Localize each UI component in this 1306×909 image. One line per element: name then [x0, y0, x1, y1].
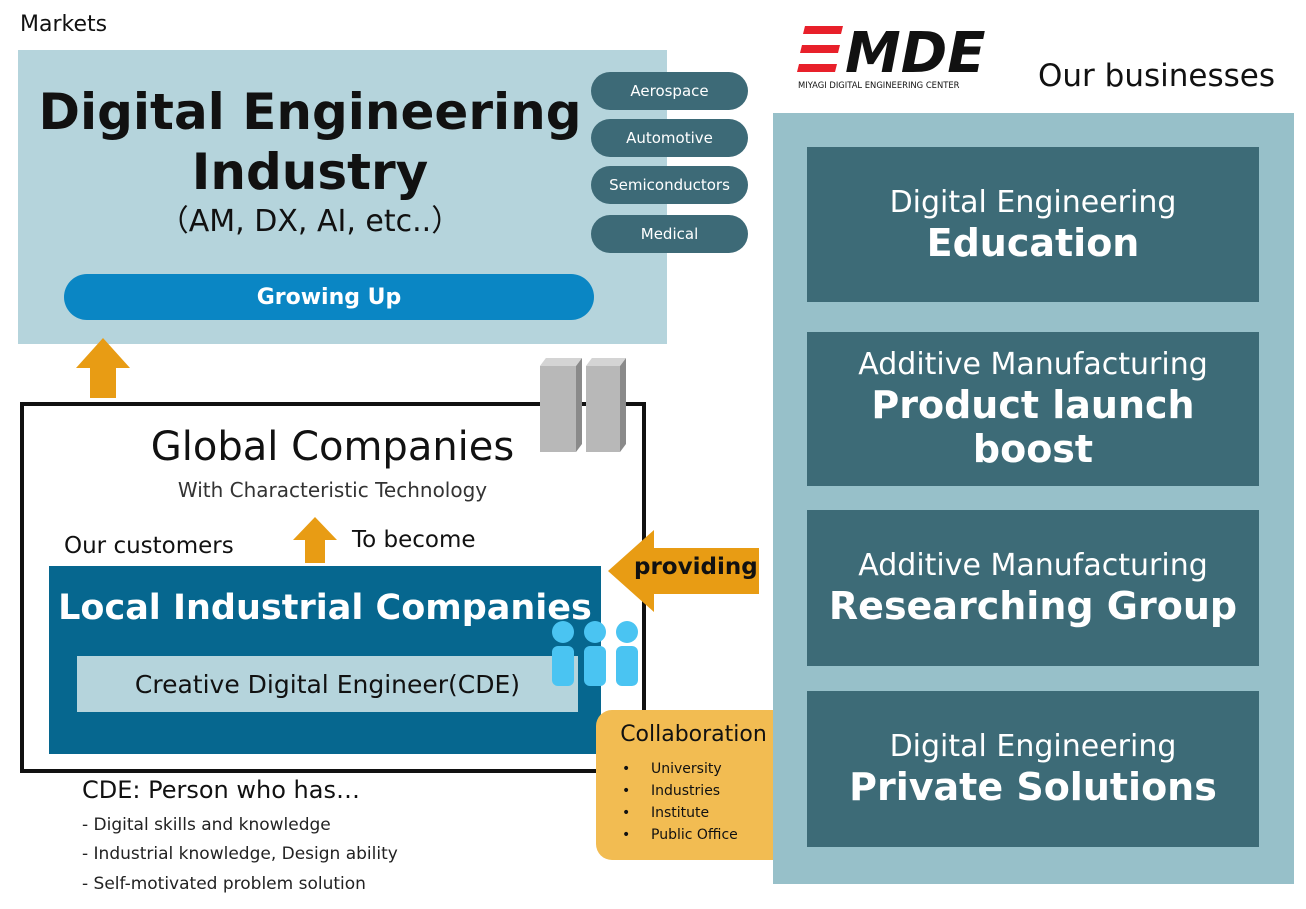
logo-mark-icon: MDE MIYAGI DIGITAL ENGINEERING CENTER — [797, 21, 985, 90]
cde-point: - Digital skills and knowledge — [82, 815, 331, 835]
business-private-solutions: Digital Engineering Private Solutions — [807, 691, 1259, 847]
list-item: Industries — [622, 780, 738, 802]
collaboration-list: University Industries Institute Public O… — [622, 758, 738, 846]
cde-point: - Self-motivated problem solution — [82, 874, 366, 894]
collaboration-title: Collaboration — [620, 722, 767, 747]
business-line1: Digital Engineering — [889, 184, 1177, 220]
list-item: Institute — [622, 802, 738, 824]
business-line2: Education — [926, 220, 1140, 265]
segment-pill-semiconductors: Semiconductors — [591, 166, 748, 204]
cde-point: - Industrial knowledge, Design ability — [82, 844, 398, 864]
segment-pill-automotive: Automotive — [591, 119, 748, 157]
business-researching-group: Additive Manufacturing Researching Group — [807, 510, 1259, 666]
global-companies-subtitle: With Characteristic Technology — [177, 478, 488, 502]
growing-up-pill: Growing Up — [64, 274, 594, 320]
industry-title: Digital Engineering Industry — [30, 82, 590, 202]
buildings-icon-front — [540, 358, 626, 452]
local-companies-title: Local Industrial Companies — [58, 588, 592, 628]
emde-logo: MDE MIYAGI DIGITAL ENGINEERING CENTER — [797, 21, 1002, 92]
business-line2: Private Solutions — [849, 765, 1217, 809]
up-arrow-icon — [76, 338, 130, 398]
logo-subtext: MIYAGI DIGITAL ENGINEERING CENTER — [798, 80, 960, 90]
segment-pill-aerospace: Aerospace — [591, 72, 748, 110]
to-become-label: To become — [352, 527, 476, 553]
business-line1: Digital Engineering — [889, 729, 1177, 764]
logo-text: MDE — [845, 22, 985, 86]
list-item: University — [622, 758, 738, 780]
industry-title-line2: Industry — [191, 143, 429, 201]
small-up-arrow-icon — [293, 517, 337, 563]
industry-subtitle: （AM, DX, AI, etc..） — [158, 204, 462, 239]
list-item: Public Office — [622, 824, 738, 846]
business-product-launch: Additive Manufacturing Product launch bo… — [807, 332, 1259, 486]
business-education: Digital Engineering Education — [807, 147, 1259, 302]
people-icon — [552, 621, 638, 686]
cde-definition-title: CDE: Person who has… — [82, 776, 360, 804]
industry-title-line1: Digital Engineering — [38, 83, 582, 141]
our-customers-label: Our customers — [64, 533, 234, 559]
business-line1: Additive Manufacturing — [858, 347, 1208, 382]
our-businesses-label: Our businesses — [1038, 58, 1275, 94]
cde-box: Creative Digital Engineer(CDE) — [77, 656, 578, 712]
segment-pill-medical: Medical — [591, 215, 748, 253]
business-line2: Product launch boost — [871, 383, 1195, 471]
business-line1: Additive Manufacturing — [858, 548, 1208, 583]
markets-label: Markets — [20, 12, 108, 37]
providing-label: providing — [634, 554, 758, 580]
global-companies-title: Global Companies — [150, 424, 515, 470]
providing-arrow-icon — [608, 530, 759, 612]
business-line2: Researching Group — [828, 584, 1238, 628]
